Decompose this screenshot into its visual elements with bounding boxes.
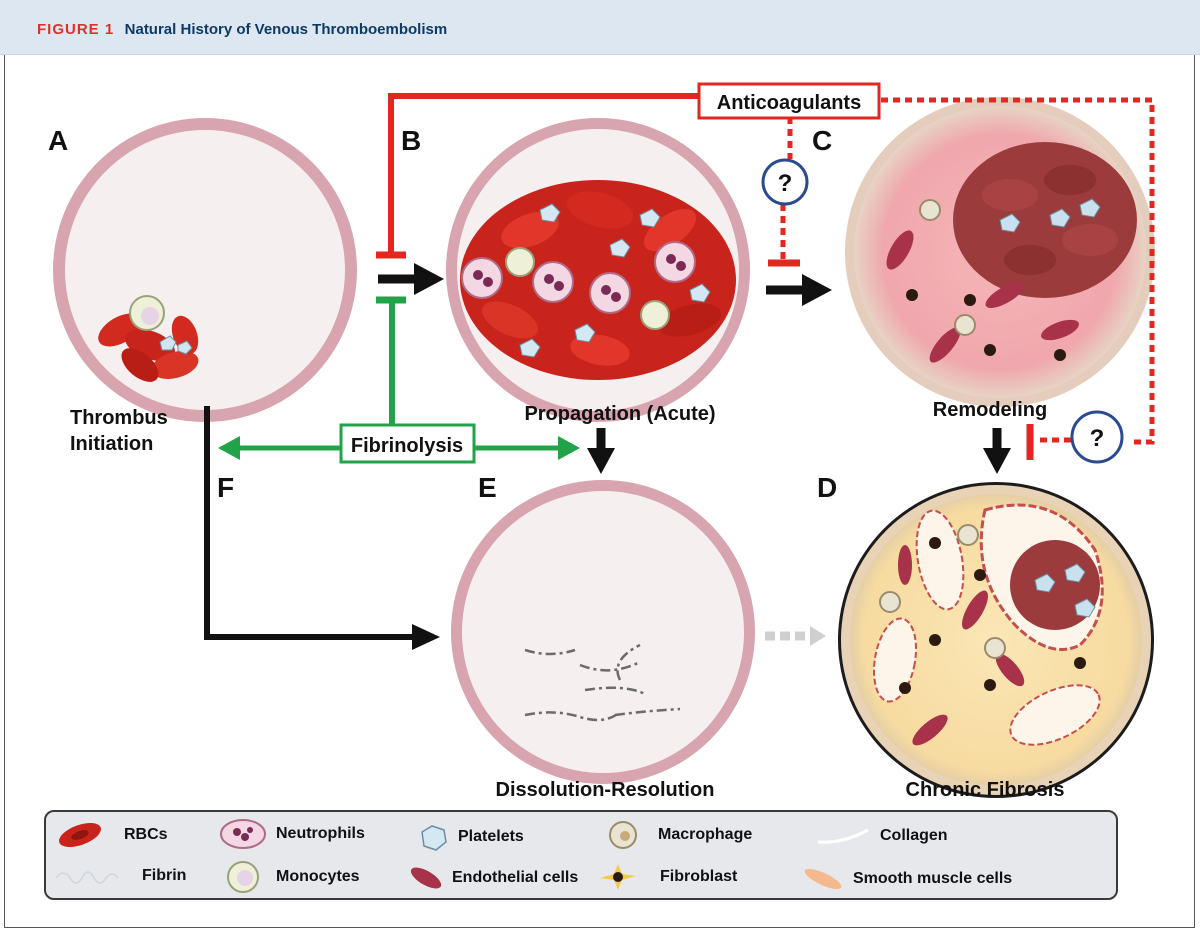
caption-d: Chronic Fibrosis [906, 779, 1065, 801]
legend-smooth-muscle: Smooth muscle cells [801, 866, 1012, 892]
organizing-thrombus [953, 142, 1137, 298]
panel-letter-c: C [812, 125, 832, 156]
legend-fibrin: Fibrin [54, 864, 186, 888]
monocyte-icon [227, 861, 259, 893]
legend-platelets: Platelets [416, 822, 524, 852]
panel-labels: A B C D E F Thrombus Initiation Propagat… [48, 125, 1064, 801]
arrow-b-to-e-icon [587, 448, 615, 474]
figure-header: FIGURE 1 Natural History of Venous Throm… [0, 0, 1200, 55]
arrowhead-icon [558, 436, 580, 460]
legend-fibrin-label: Fibrin [142, 867, 187, 884]
neutrophil-icon [220, 819, 266, 849]
legend-endothelial-label: Endothelial cells [452, 869, 579, 886]
endothelial-cell-icon [410, 867, 442, 889]
panel-letter-b: B [401, 125, 421, 156]
propagating-thrombus [460, 180, 736, 380]
fibrinolysis-pathway: Fibrinolysis [218, 296, 580, 464]
legend: RBCs Fibrin Neutrophils Monocytes Platel… [44, 810, 1118, 900]
vessel-a [53, 118, 357, 422]
caption-c: Remodeling [933, 399, 1047, 421]
caption-a-line2: Initiation [70, 433, 153, 455]
vessel-e [451, 480, 755, 784]
fibrinolysis-label: Fibrinolysis [351, 435, 463, 457]
arrowhead-icon [218, 436, 240, 460]
legend-endothelial: Endothelial cells [408, 864, 578, 892]
panel-letter-e: E [478, 472, 497, 503]
legend-macrophage-label: Macrophage [658, 826, 753, 843]
legend-rbcs-label: RBCs [124, 826, 168, 843]
initial-thrombus [98, 295, 199, 382]
collagen-icon [817, 828, 869, 844]
legend-rbcs: RBCs [54, 822, 168, 848]
vessel-d [838, 482, 1154, 798]
legend-smooth-muscle-label: Smooth muscle cells [853, 870, 1013, 887]
arrow-a-to-e-icon [412, 624, 440, 650]
fibrin-icon [55, 871, 119, 884]
fibrin-remnants [524, 643, 681, 722]
platelet-icon [421, 825, 447, 851]
legend-fibroblast: Fibroblast [598, 862, 737, 892]
arrow-e-to-d-icon [810, 626, 826, 646]
uncertain-effect-label-2: ? [1090, 425, 1105, 452]
legend-neutrophils-label: Neutrophils [276, 825, 365, 842]
fibrinolysis-box [339, 423, 476, 464]
legend-monocytes-label: Monocytes [276, 868, 360, 885]
legend-macrophage: Macrophage [606, 818, 752, 852]
anticoagulants-box [697, 82, 881, 120]
legend-monocytes: Monocytes [218, 860, 360, 894]
rbc-icon [59, 822, 101, 848]
figure-frame [4, 55, 1195, 928]
legend-collagen-label: Collagen [880, 827, 948, 844]
uncertain-effect-icon [1070, 410, 1124, 464]
panel-letter-d: D [817, 472, 837, 503]
arrow-c-to-d-icon [983, 448, 1011, 474]
macrophage-icon [609, 821, 637, 849]
smooth-muscle-cell-icon [804, 868, 842, 890]
arrow-a-to-b-icon [414, 263, 444, 295]
figure-title: Natural History of Venous Thromboembolis… [124, 21, 448, 38]
uncertain-effect-icon [761, 158, 809, 206]
legend-collagen: Collagen [816, 826, 948, 846]
anticoagulant-pathway: Anticoagulants ? ? [376, 82, 1155, 464]
legend-platelets-label: Platelets [458, 828, 524, 845]
progression-arrows [204, 263, 1011, 650]
uncertain-effect-label-1: ? [778, 170, 793, 197]
figure-number: FIGURE 1 [37, 21, 115, 38]
caption-e: Dissolution-Resolution [496, 779, 715, 801]
caption-b: Propagation (Acute) [524, 403, 715, 425]
vessel-b [446, 118, 750, 422]
legend-neutrophils: Neutrophils [218, 818, 365, 850]
panel-letter-f: F [217, 472, 234, 503]
fibroblast-icon [600, 864, 636, 890]
anticoagulants-label: Anticoagulants [717, 92, 861, 114]
caption-a-line1: Thrombus [70, 407, 168, 429]
legend-fibroblast-label: Fibroblast [660, 868, 738, 885]
panel-letter-a: A [48, 125, 68, 156]
arrow-b-to-c-icon [802, 274, 832, 306]
vessel-c [845, 97, 1155, 407]
